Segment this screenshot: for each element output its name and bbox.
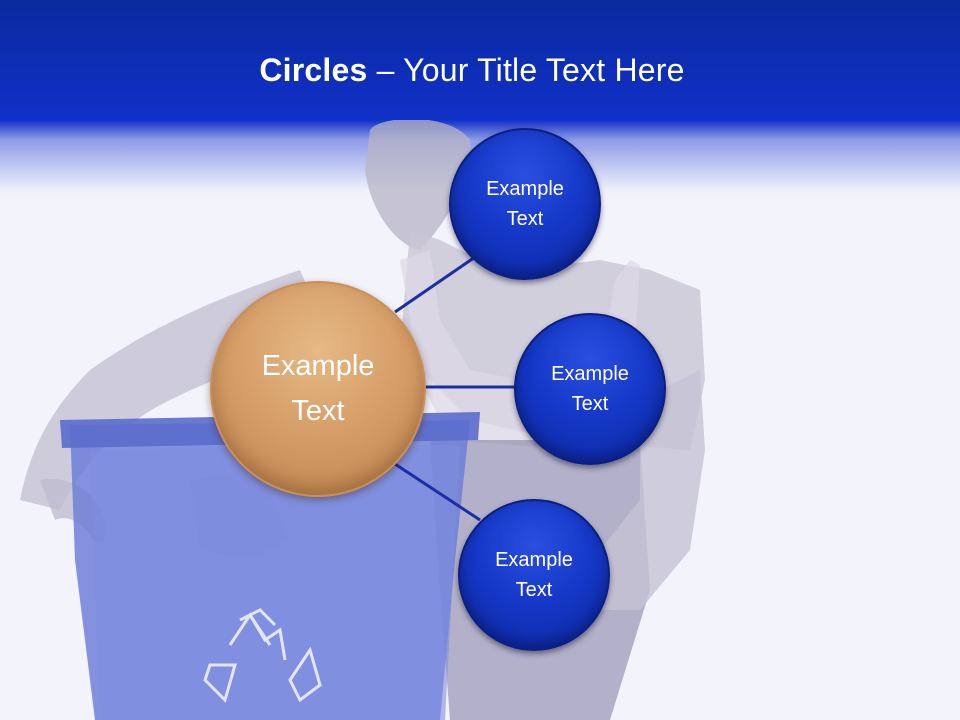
satellite-top-line1: Example	[486, 178, 564, 200]
satellite-middle-line1: Example	[551, 363, 629, 385]
satellite-top-line2: Text	[506, 208, 544, 230]
center-circle[interactable]: Example Text	[210, 281, 426, 497]
satellite-circle-middle[interactable]: Example Text	[514, 313, 666, 465]
center-circle-line1: Example	[261, 350, 375, 382]
center-circle-line2: Text	[291, 395, 345, 427]
satellite-bottom-line2: Text	[515, 579, 553, 601]
satellite-middle-line2: Text	[571, 393, 609, 415]
satellite-circle-top[interactable]: Example Text	[449, 128, 601, 280]
title-bold: Circles	[259, 52, 368, 88]
connector-top	[394, 253, 479, 314]
background-photo	[20, 120, 705, 720]
title-rest: – Your Title Text Here	[367, 52, 685, 88]
connector-bottom	[394, 462, 481, 522]
satellite-circle-bottom[interactable]: Example Text	[458, 499, 610, 651]
slide-title: Circles – Your Title Text Here	[0, 52, 944, 89]
satellite-bottom-line1: Example	[495, 549, 573, 571]
